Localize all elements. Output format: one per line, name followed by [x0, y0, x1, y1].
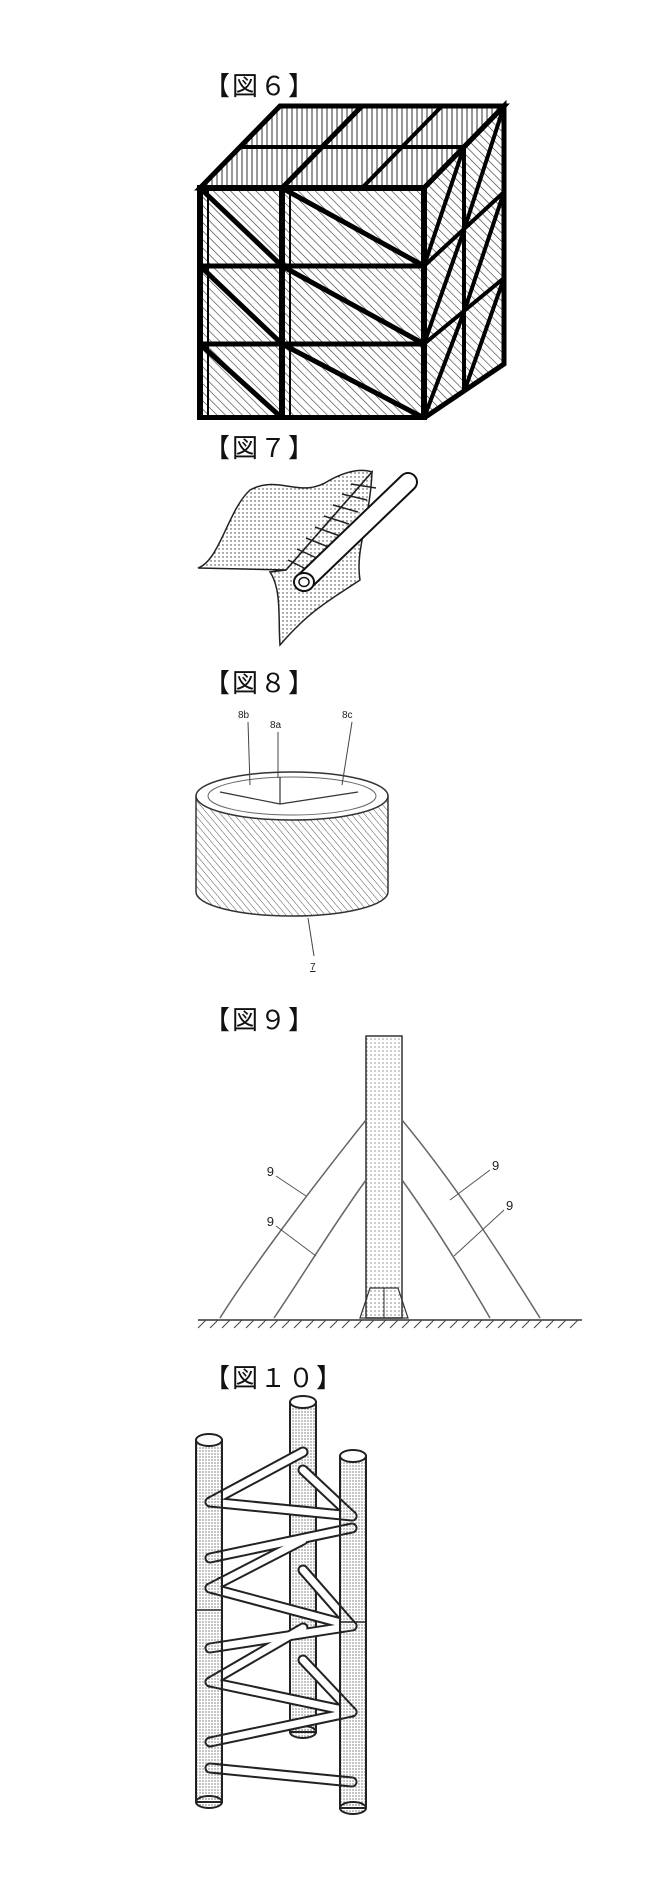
figure-9-mast-with-stays: 9 9 9 9	[197, 1035, 582, 1329]
callout-9-upper-left: 9	[267, 1164, 274, 1179]
stay-left-outer	[219, 1119, 367, 1319]
figure-9-label: 【図９】	[204, 1006, 317, 1036]
figure-10-lattice-column	[195, 1395, 367, 1815]
callout-8a: 8a	[270, 720, 282, 731]
stay-right-outer	[401, 1119, 541, 1319]
callout-9-lower-left: 9	[267, 1214, 274, 1229]
figure-6-label: 【図６】	[204, 72, 317, 102]
figure-8-cylinder: 8b 8a 8c 7	[195, 710, 389, 973]
cylinder-body	[195, 795, 389, 917]
mast	[365, 1035, 403, 1319]
cylinder-top	[195, 771, 389, 821]
stay-left-inner	[273, 1179, 367, 1319]
callout-9-upper-right: 9	[492, 1158, 499, 1173]
figure-10-label: 【図１０】	[204, 1364, 345, 1394]
callout-7: 7	[310, 962, 316, 973]
figure-8-label: 【図８】	[204, 669, 317, 699]
figure-7-sheet-and-rod	[197, 469, 418, 647]
figure-6-crate-grid	[194, 100, 510, 420]
callout-8c: 8c	[342, 710, 353, 721]
pole-front-left	[195, 1439, 223, 1803]
rod	[293, 472, 418, 592]
callout-9-lower-right: 9	[506, 1198, 513, 1213]
horizontal-sheet	[197, 469, 374, 571]
stay-right-inner	[401, 1179, 491, 1319]
callout-8b: 8b	[238, 710, 250, 721]
pole-front-right	[339, 1455, 367, 1809]
figure-7-label: 【図７】	[204, 434, 317, 464]
